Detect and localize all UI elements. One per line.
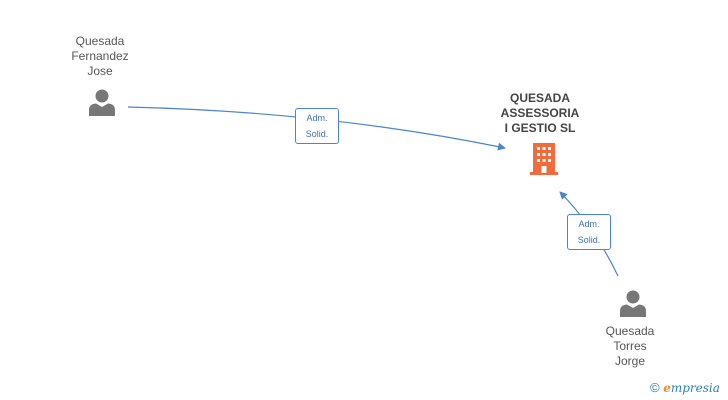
brand-rest: mpresia — [670, 381, 720, 395]
person2-name-line-1: Quesada — [605, 324, 655, 338]
person2-name[interactable]: Quesada Torres Jorge — [590, 324, 670, 369]
edge-label-line-1: Adm. — [306, 113, 328, 123]
copyright-icon: © — [650, 380, 660, 395]
person2-name-line-3: Jorge — [614, 354, 646, 368]
building-icon[interactable] — [528, 142, 560, 176]
company-name-line-3: I GESTIO SL — [504, 121, 576, 135]
brand-initial: e — [663, 381, 671, 395]
edge-label-line-2: Solid. — [305, 129, 329, 139]
person1-name-line-1: Quesada — [75, 34, 125, 48]
company-name-line-1: QUESADA — [509, 91, 570, 105]
person-icon[interactable] — [619, 289, 647, 317]
edge-label-person1-company[interactable]: Adm. Solid. — [295, 108, 339, 144]
person-icon[interactable] — [88, 88, 116, 116]
empresia-watermark[interactable]: © empresia — [650, 380, 720, 395]
company-name[interactable]: QUESADA ASSESSORIA I GESTIO SL — [490, 91, 590, 136]
person1-name-line-2: Fernandez — [71, 49, 129, 63]
edge-label-person2-company[interactable]: Adm. Solid. — [567, 214, 611, 250]
company-name-line-2: ASSESSORIA — [500, 106, 580, 120]
brand-logo: empresia — [663, 381, 720, 395]
person1-name-line-3: Jose — [87, 64, 113, 78]
person1-name[interactable]: Quesada Fernandez Jose — [60, 34, 140, 79]
person2-name-line-2: Torres — [613, 339, 647, 353]
edge-label-line-1: Adm. — [578, 219, 600, 229]
edge-label-line-2: Solid. — [577, 235, 601, 245]
